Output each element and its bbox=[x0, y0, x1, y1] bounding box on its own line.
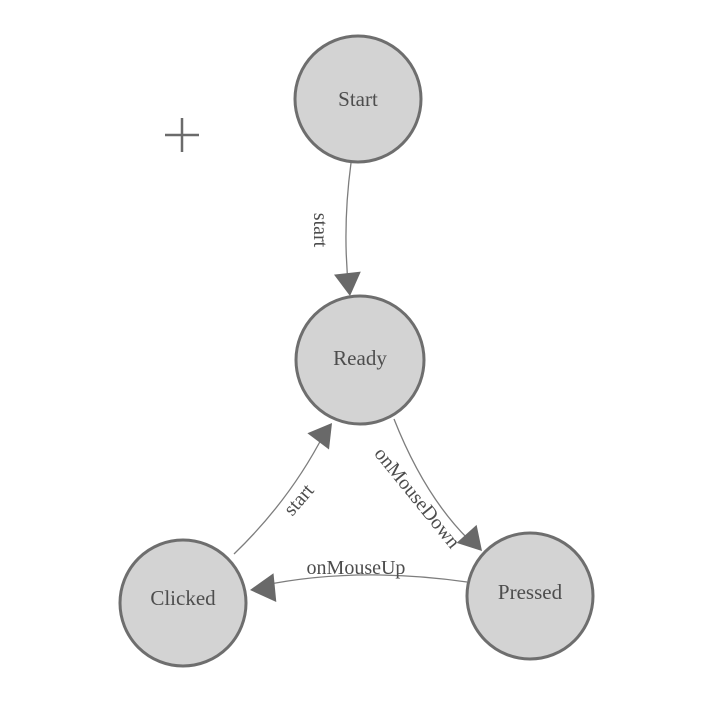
node-start-circle[interactable] bbox=[293, 34, 423, 164]
node-ready-label: Ready bbox=[333, 346, 387, 370]
arrowhead-icon bbox=[307, 423, 332, 450]
node-clicked-circle[interactable] bbox=[118, 538, 248, 668]
node-pressed-circle[interactable] bbox=[465, 531, 595, 661]
edge-clicked-to-ready[interactable]: start bbox=[233, 423, 332, 555]
plus-crosshair-icon bbox=[165, 118, 199, 152]
node-clicked-label: Clicked bbox=[150, 586, 216, 610]
edge-start-to-ready[interactable]: start bbox=[309, 162, 361, 296]
node-ready-circle[interactable] bbox=[294, 294, 426, 426]
edge-start-to-ready-line[interactable] bbox=[345, 162, 352, 293]
node-start[interactable]: Start bbox=[293, 34, 423, 164]
node-start-label: Start bbox=[338, 87, 378, 111]
arrowhead-icon bbox=[250, 573, 277, 602]
arrowhead-icon bbox=[334, 271, 361, 296]
edge-ready-to-pressed-line[interactable] bbox=[393, 418, 469, 540]
node-clicked[interactable]: Clicked bbox=[118, 538, 248, 668]
edge-ready-to-pressed[interactable]: onMouseDown bbox=[370, 418, 482, 553]
arrowhead-icon bbox=[456, 524, 482, 551]
node-pressed-label: Pressed bbox=[498, 580, 563, 604]
node-pressed[interactable]: Pressed bbox=[465, 531, 595, 661]
edge-label-start-1: start bbox=[309, 213, 331, 248]
edge-label-onmousedown: onMouseDown bbox=[370, 443, 465, 553]
edge-label-start-2: start bbox=[279, 479, 318, 520]
node-ready[interactable]: Ready bbox=[294, 294, 426, 426]
edge-clicked-to-ready-line[interactable] bbox=[233, 433, 325, 555]
edge-pressed-to-clicked[interactable]: onMouseUp bbox=[250, 557, 468, 602]
edge-pressed-to-clicked-line[interactable] bbox=[259, 574, 468, 587]
edge-label-onmouseup: onMouseUp bbox=[307, 557, 406, 579]
